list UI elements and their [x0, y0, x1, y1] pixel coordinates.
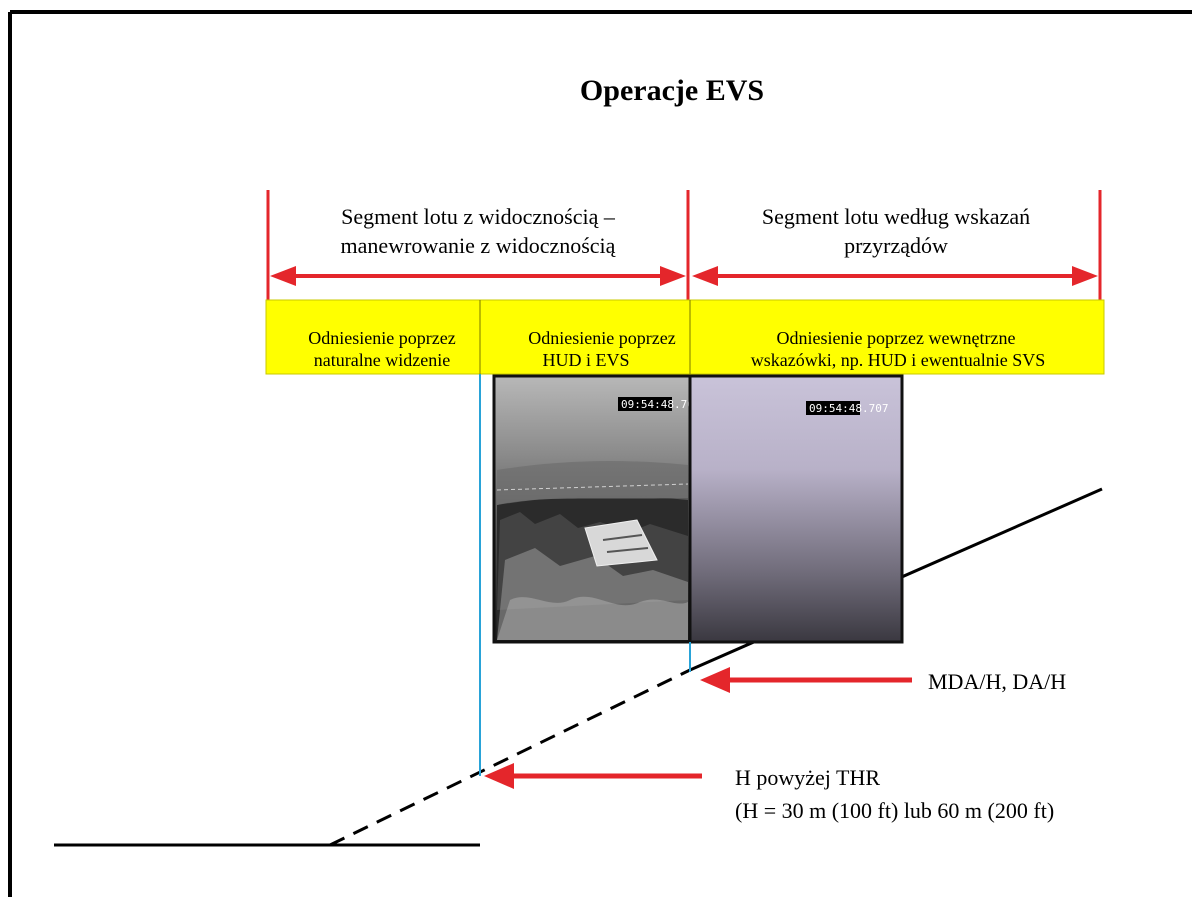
instrument-segment-label-line1: Segment lotu według wskazań: [762, 204, 1030, 229]
band-natural-label-line2: naturalne widzenie: [314, 350, 450, 370]
band-internal-label-line2: wskazówki, np. HUD i ewentualnie SVS: [751, 350, 1045, 370]
evs-timestamp: 09:54:48.704: [621, 398, 701, 411]
thr-label-line1: H powyżej THR: [735, 765, 880, 790]
band-natural-label-line1: Odniesienie poprzez: [308, 328, 455, 348]
visual-segment-label-line2: manewrowanie z widocznością: [341, 233, 616, 258]
guide-lines: [479, 374, 691, 776]
visual-segment-label-line1: Segment lotu z widocznością –: [341, 204, 616, 229]
page-frame: [8, 10, 1192, 897]
segment-boundaries: [266, 190, 1102, 300]
mda-arrow: [700, 667, 912, 693]
mda-label: MDA/H, DA/H: [928, 669, 1066, 694]
reference-bands: [265, 299, 1105, 375]
band-hud-evs-label-line2: HUD i EVS: [542, 350, 629, 370]
thr-height-arrow: [484, 763, 702, 789]
instrument-segment-label-line2: przyrządów: [844, 233, 948, 258]
svs-image: 09:54:48.707: [688, 374, 904, 644]
band-hud-evs-label-line1: Odniesienie poprzez: [528, 328, 675, 348]
visual-segment-span-arrow: [270, 266, 686, 286]
diagram-title: Operacje EVS: [580, 74, 764, 107]
thr-label-line2: (H = 30 m (100 ft) lub 60 m (200 ft): [735, 798, 1054, 823]
visual-segment-path-dashed: [329, 668, 691, 847]
band-natural-vision: [265, 299, 481, 375]
svs-timestamp: 09:54:48.707: [809, 402, 888, 415]
instrument-segment-span-arrow: [692, 266, 1098, 286]
band-internal-label-line1: Odniesienie poprzez wewnętrzne: [777, 328, 1016, 348]
evs-infrared-image: 09:54:48.704: [492, 374, 701, 644]
band-internal-cues: [689, 299, 1105, 375]
band-hud-evs: [479, 299, 691, 375]
